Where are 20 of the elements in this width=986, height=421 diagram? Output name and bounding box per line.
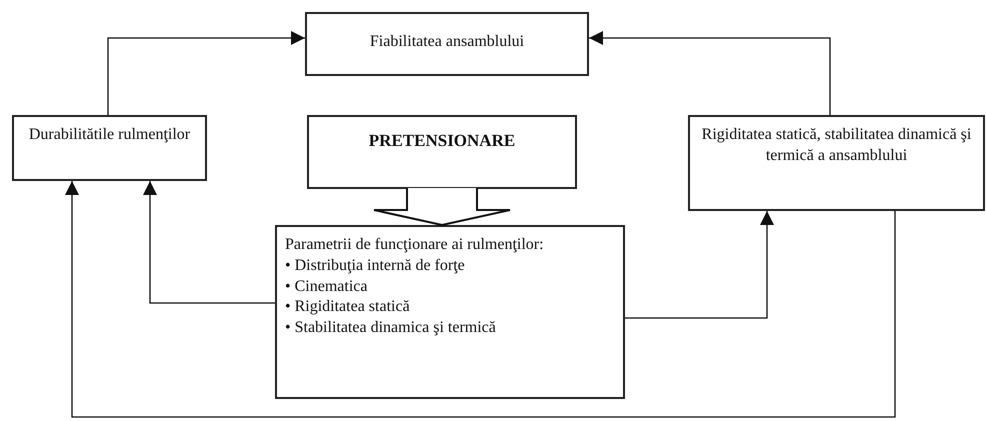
process-box [688,115,985,211]
connector-arrow [589,31,831,115]
process-box [275,225,625,399]
box-label: Fiabilitatea ansamblului [368,32,526,52]
box-label: PRETENSIONARE [368,130,516,152]
process-box [12,115,207,181]
process-box [305,12,589,76]
bullet-item: • Rigiditatea statică [285,297,411,318]
box-label: Durabilitătile rulmenţilor [28,125,192,145]
box-label: Rigiditatea statică, stabilitatea dinamică şi termică a ansamblului [700,125,972,166]
bullet-item: • Cinematica [285,276,368,297]
connector-arrow [107,31,305,115]
connector-arrow [143,181,275,304]
bullet-item: • Distribuţia internă de forţe [285,256,466,276]
process-box [307,115,577,189]
block-arrow [373,187,511,226]
connector-arrow [625,211,774,319]
box-label: Parametrii de funcţionare ai rulmenţilor: [285,235,545,255]
bullet-item: • Stabilitatea dinamica şi termică [285,318,497,338]
connector-arrow [65,181,896,418]
